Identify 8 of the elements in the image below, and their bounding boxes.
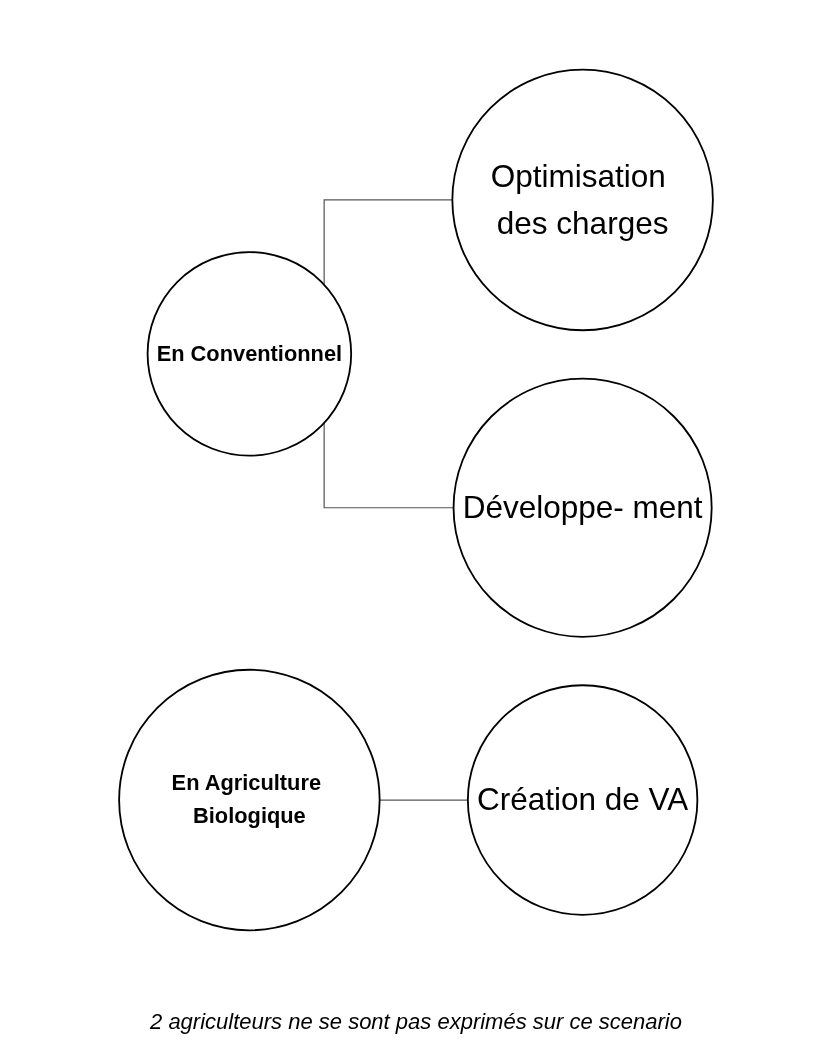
connector	[323, 198, 453, 285]
node-circle: En Conventionnel	[146, 250, 353, 457]
node-circle: Création de VA	[466, 683, 699, 916]
connector	[379, 798, 469, 801]
node-circle: En Agriculture Biologique	[118, 668, 381, 931]
node-circle: Développe- ment	[452, 377, 713, 638]
note-text: 2 agriculteurs ne se sont pas exprimés sur ce scenario	[150, 1009, 682, 1035]
node-circle: Optimisation des charges	[451, 68, 714, 331]
